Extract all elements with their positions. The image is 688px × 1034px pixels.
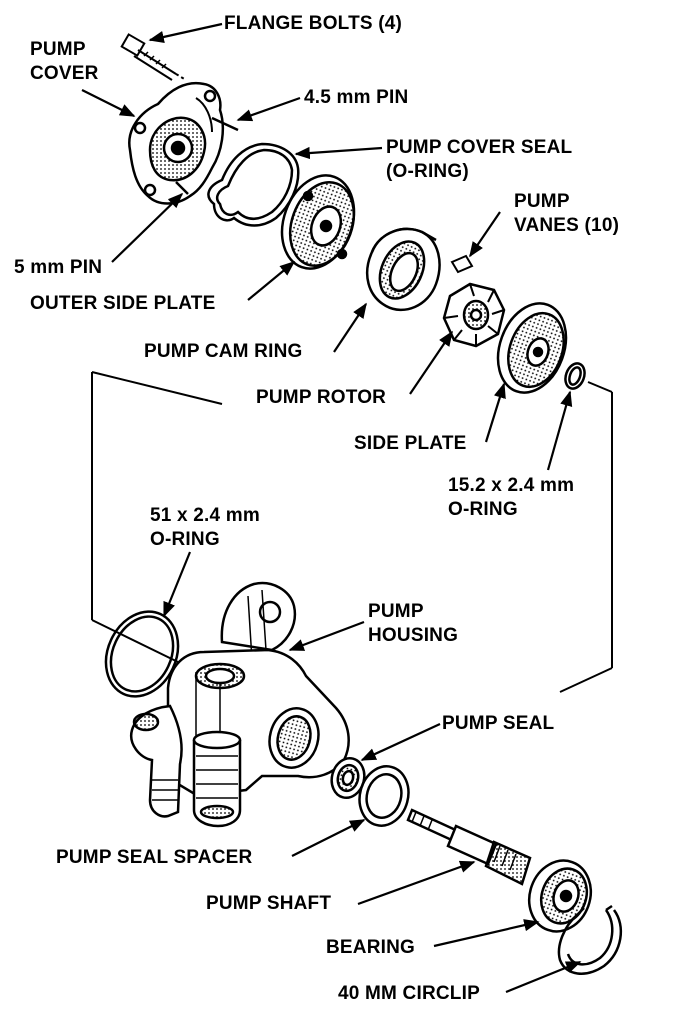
label-large-o-ring-line2: O-RING — [150, 529, 220, 550]
label-pump-shaft: PUMP SHAFT — [206, 893, 332, 914]
label-pin-5: 5 mm PIN — [14, 257, 103, 278]
small-o-ring-part — [564, 362, 586, 390]
label-large-o-ring-line1: 51 x 2.4 mm — [150, 505, 260, 526]
label-pump-cover-seal-line1: PUMP COVER SEAL — [386, 137, 573, 158]
label-pump-vanes-line2: VANES (10) — [514, 215, 620, 236]
label-outer-side-plate: OUTER SIDE PLATE — [30, 293, 216, 314]
label-pump-cover-line2: COVER — [30, 63, 99, 84]
label-pump-housing-line1: PUMP — [368, 601, 424, 622]
leader-pump-rotor — [409, 330, 453, 395]
label-pump-cover-line1: PUMP — [30, 39, 86, 60]
leader-lines — [81, 22, 582, 994]
leader-pump-cam-ring — [333, 302, 367, 353]
label-pump-seal: PUMP SEAL — [442, 713, 555, 734]
leader-pump-cover — [81, 89, 136, 117]
pump-shaft-part — [406, 808, 532, 886]
leader-large-o-ring — [162, 551, 192, 618]
label-pump-rotor: PUMP ROTOR — [256, 387, 387, 408]
assembly-envelope — [91, 371, 613, 693]
pump-seal-spacer-part — [358, 765, 410, 827]
leader-flange-bolts — [148, 22, 223, 44]
leader-bearing — [433, 919, 540, 948]
label-pump-seal-spacer: PUMP SEAL SPACER — [56, 847, 253, 868]
leader-pump-seal — [360, 723, 441, 761]
leader-pin-5 — [111, 192, 184, 263]
pump-rotor-part — [442, 282, 506, 348]
bearing-part — [527, 859, 593, 933]
pump-cover-seal-part — [207, 142, 300, 227]
label-side-plate: SIDE PLATE — [354, 433, 467, 454]
label-pump-cover-seal-line2: (O-RING) — [386, 161, 469, 182]
label-circlip: 40 MM CIRCLIP — [338, 983, 480, 1004]
pump-seal-part — [330, 756, 366, 800]
label-pump-housing-line2: HOUSING — [368, 625, 459, 646]
leader-side-plate — [484, 382, 506, 443]
outer-side-plate-part — [280, 174, 356, 270]
leader-pump-shaft — [357, 860, 476, 906]
leader-circlip — [505, 960, 582, 994]
leader-pin-4-5 — [236, 96, 301, 122]
flange-bolt-part — [120, 33, 187, 81]
label-pin-4-5: 4.5 mm PIN — [304, 87, 409, 108]
leader-pump-housing — [288, 620, 365, 652]
leader-pump-seal-spacer — [291, 819, 366, 857]
leader-outer-side-plate — [247, 261, 296, 301]
leader-pump-vanes — [469, 211, 501, 258]
label-small-o-ring-line1: 15.2 x 2.4 mm — [448, 475, 575, 496]
side-plate-part — [496, 302, 568, 394]
label-pump-cam-ring: PUMP CAM RING — [144, 341, 303, 362]
pump-housing-part — [129, 581, 350, 828]
label-bearing: BEARING — [326, 937, 416, 958]
label-flange-bolts: FLANGE BOLTS (4) — [224, 13, 403, 34]
leader-pump-cover-seal — [294, 146, 383, 160]
label-pump-vanes-line1: PUMP — [514, 191, 570, 212]
pump-cover-part — [128, 81, 239, 205]
pump-cam-ring-part — [365, 227, 441, 312]
pump-vane-part — [450, 254, 474, 274]
leader-small-o-ring — [546, 390, 573, 471]
label-small-o-ring-line2: O-RING — [448, 499, 518, 520]
